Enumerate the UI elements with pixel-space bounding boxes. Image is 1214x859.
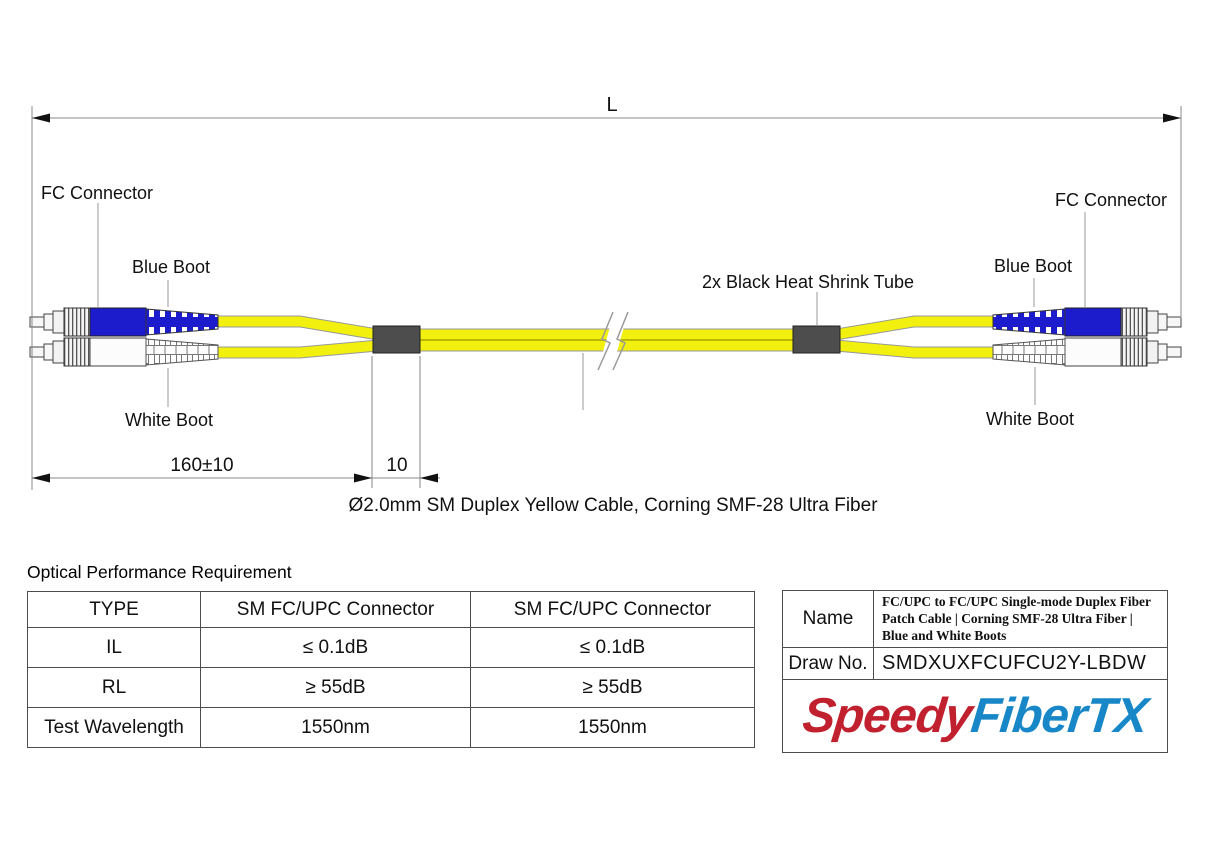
draw-number-value: SMDXUXFCUFCU2Y-LBDW: [882, 652, 1147, 674]
label-white-boot-right: White Boot: [986, 409, 1074, 429]
cable-top-left: [214, 315, 379, 341]
fc-connector-right-blue: [992, 307, 1182, 337]
arrow-right-icon: [354, 473, 372, 483]
logo-part-fibertx: FiberTX: [968, 689, 1150, 743]
cable-drawing: L 160±10 10 FC Connector Blue Boot White…: [29, 94, 1182, 516]
cable-break-gap: [598, 312, 628, 370]
draw-number-label: Draw No.: [783, 648, 874, 679]
fc-connector-left-blue: [29, 307, 219, 337]
cable-top-right: [835, 315, 1000, 341]
fc-connector-left-white: [29, 337, 219, 367]
name-label: Name: [783, 591, 874, 647]
logo-row: SpeedyFiberTX: [783, 680, 1167, 752]
cable-caption: Ø2.0mm SM Duplex Yellow Cable, Corning S…: [348, 495, 878, 516]
length-dimension-label: L: [606, 94, 617, 116]
name-value: FC/UPC to FC/UPC Single-mode Duplex Fibe…: [882, 594, 1151, 643]
performance-table-title: Optical Performance Requirement: [27, 562, 292, 582]
draw-number-row: Draw No. SMDXUXFCUFCU2Y-LBDW: [783, 648, 1167, 680]
header-type: TYPE: [27, 591, 201, 628]
dimension-breakout: [32, 356, 440, 488]
arrow-left-icon: [32, 113, 50, 123]
fc-connector-right-white: [992, 337, 1182, 367]
drawing-info-box: Name FC/UPC to FC/UPC Single-mode Duplex…: [782, 590, 1168, 753]
knurled-nut: [63, 337, 91, 367]
heat-shrink-tube-left: [372, 325, 421, 354]
cable-bottom-left: [214, 339, 379, 359]
header-connector-a: SM FC/UPC Connector: [200, 591, 471, 628]
duplex-cable: [214, 311, 1000, 371]
knurled-nut: [63, 307, 91, 337]
arrow-left-icon: [420, 473, 438, 483]
row-label: Test Wavelength: [27, 707, 201, 748]
cable-break-line-left: [597, 311, 614, 371]
row-value: ≤ 0.1dB: [200, 627, 471, 668]
header-connector-b: SM FC/UPC Connector: [470, 591, 755, 628]
row-value: 1550nm: [470, 707, 755, 748]
breakout-dimension-label: 160±10: [170, 455, 233, 476]
label-blue-boot-left: Blue Boot: [132, 257, 210, 277]
connector-body-white: [89, 337, 147, 367]
logo-part-speedy: Speedy: [800, 689, 975, 743]
table-row: RL ≥ 55dB ≥ 55dB: [27, 667, 755, 708]
dimension-overall-length: [31, 106, 1182, 490]
boot-ribs-blue: [145, 308, 219, 336]
arrow-left-icon: [32, 473, 50, 483]
label-white-boot-left: White Boot: [125, 410, 213, 430]
cable-bottom-right: [835, 339, 1000, 359]
leader-lines: [97, 203, 1086, 410]
heat-shrink-tube-right: [792, 325, 841, 354]
name-row: Name FC/UPC to FC/UPC Single-mode Duplex…: [783, 591, 1167, 648]
row-value: ≥ 55dB: [470, 667, 755, 708]
label-fc-connector-right: FC Connector: [1055, 190, 1167, 210]
row-label: IL: [27, 627, 201, 668]
row-value: 1550nm: [200, 707, 471, 748]
cable-break-line-right: [612, 311, 629, 371]
row-value: ≤ 0.1dB: [470, 627, 755, 668]
label-fc-connector-left: FC Connector: [41, 183, 153, 203]
boot-ribs-white: [145, 338, 219, 366]
table-row: Test Wavelength 1550nm 1550nm: [27, 707, 755, 748]
label-blue-boot-right: Blue Boot: [994, 256, 1072, 276]
tube-dimension-label: 10: [386, 455, 407, 476]
label-heat-shrink-tube: 2x Black Heat Shrink Tube: [702, 272, 914, 292]
arrow-right-icon: [1163, 113, 1181, 123]
row-label: RL: [27, 667, 201, 708]
speedyfibertx-logo: SpeedyFiberTX: [800, 688, 1150, 744]
connector-body-blue: [89, 307, 147, 337]
table-row: IL ≤ 0.1dB ≤ 0.1dB: [27, 627, 755, 668]
performance-table: TYPE SM FC/UPC Connector SM FC/UPC Conne…: [27, 591, 755, 748]
row-value: ≥ 55dB: [200, 667, 471, 708]
table-header-row: TYPE SM FC/UPC Connector SM FC/UPC Conne…: [27, 591, 755, 628]
